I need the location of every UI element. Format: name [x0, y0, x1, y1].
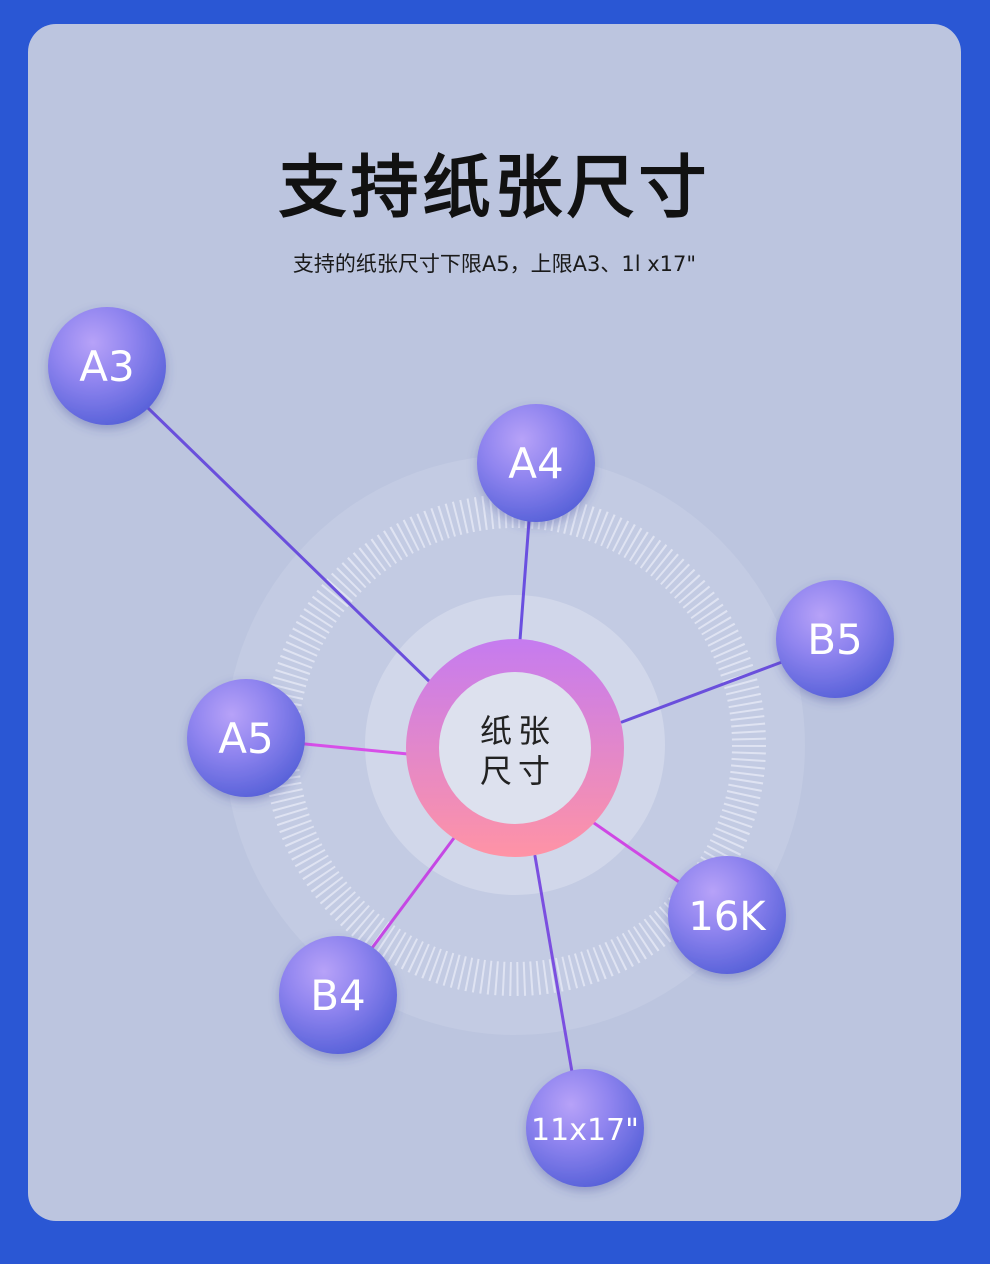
- bubble-11x17: 11x17": [526, 1069, 644, 1187]
- bubble-label-a4: A4: [508, 439, 563, 488]
- bubble-label-16k: 16K: [688, 894, 767, 940]
- bubble-a4: A4: [477, 404, 595, 522]
- bubble-a5: A5: [187, 679, 305, 797]
- hub: 纸张 尺寸: [406, 639, 624, 857]
- connector-a4: [518, 519, 531, 642]
- hub-label-line2: 尺寸: [480, 752, 556, 790]
- connector-16k: [592, 821, 681, 884]
- bubble-label-b5: B5: [807, 615, 863, 664]
- bubble-b5: B5: [776, 580, 894, 698]
- bubble-label-11x17: 11x17": [531, 1113, 639, 1148]
- bubble-16k: 16K: [668, 856, 786, 974]
- connector-11x17: [533, 854, 574, 1074]
- hub-label-line1: 纸张: [480, 712, 556, 750]
- connector-a3: [146, 406, 434, 686]
- bubble-label-b4: B4: [310, 971, 366, 1020]
- connector-b4: [370, 836, 456, 950]
- bubble-b4: B4: [279, 936, 397, 1054]
- bubble-label-a5: A5: [218, 714, 273, 763]
- hub-center: [439, 672, 591, 824]
- connector-a5: [303, 742, 410, 756]
- connector-b5: [620, 660, 784, 724]
- page-title: 支持纸张尺寸: [278, 149, 711, 228]
- bubble-label-a3: A3: [79, 342, 134, 391]
- connector-lines: [146, 406, 784, 1074]
- bubble-a3: A3: [48, 307, 166, 425]
- page-subtitle: 支持的纸张尺寸下限A5，上限A3、1l x17": [292, 252, 697, 276]
